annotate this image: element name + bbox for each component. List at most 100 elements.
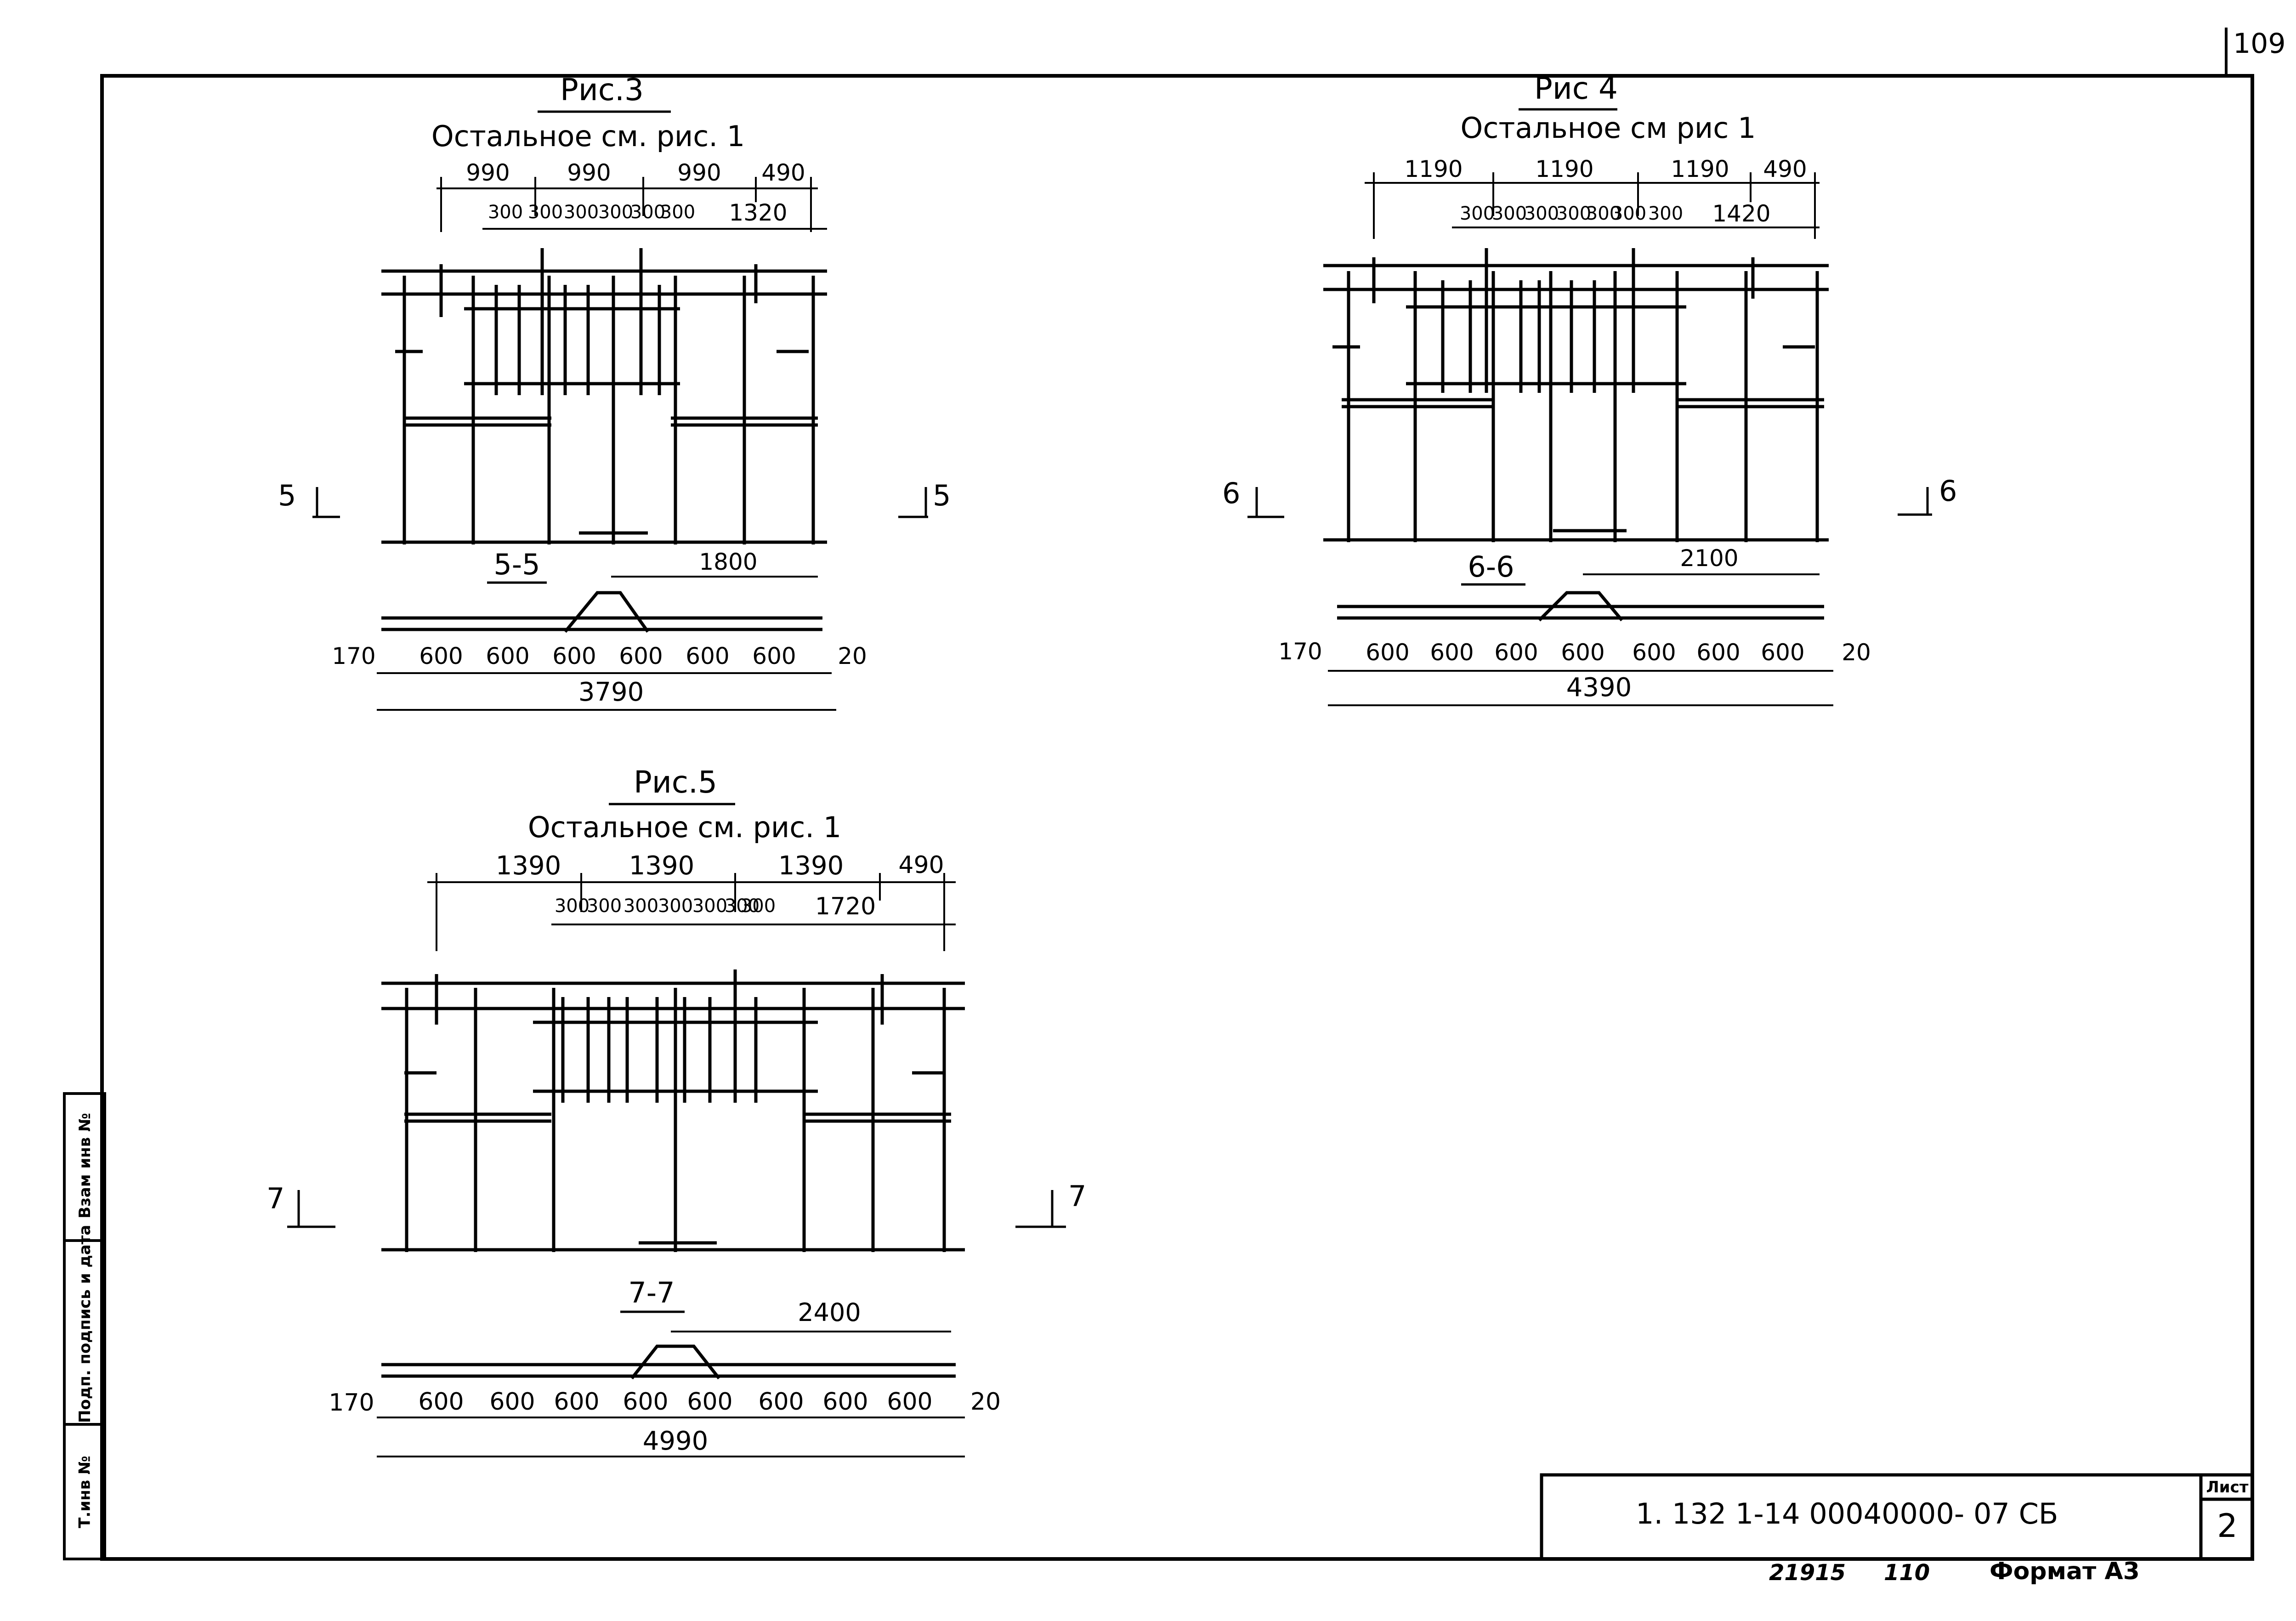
figure-5-cut-right-mark <box>1015 1190 1066 1228</box>
figure-5-top-dim-3: 1390 <box>778 851 844 881</box>
figure-4-sub-dim-8: 1420 <box>1712 200 1770 227</box>
figure-4-rebar-elevation <box>1323 248 1829 542</box>
figure-4-note: Остальное см рис 1 <box>1461 111 1756 145</box>
figure-3-sub-dim-7: 1320 <box>729 199 787 226</box>
figure-3-total: 3790 <box>578 677 644 707</box>
figure-3-bottom-dim-1: 170 <box>332 643 375 669</box>
figure-5-section-label: 7-7 <box>628 1276 675 1309</box>
figure-5-bottom-dim-8: 600 <box>822 1388 868 1416</box>
figure-5-rebar-elevation <box>381 969 965 1252</box>
figure-4-bottom-dim-8: 600 <box>1761 639 1804 666</box>
side-stamp-inv-no: Т.инв № <box>75 1456 94 1528</box>
figure-3-cut-left-label: 5 <box>278 479 296 512</box>
figure-3-note: Остальное см. рис. 1 <box>431 119 745 153</box>
sheet-label: Лист <box>2206 1478 2249 1496</box>
figure-4-bottom-dim-2: 600 <box>1366 639 1409 666</box>
figure-5-sub-dim-5: 300 <box>692 896 727 917</box>
figure-4-bottom-dim-5: 600 <box>1561 639 1604 666</box>
figure-5-section-dim: 2400 <box>798 1298 861 1327</box>
figure-4-bottom-dim-3: 600 <box>1430 639 1474 666</box>
document-code: 1. 132 1-14 00040000- 07 СБ <box>1636 1497 2058 1530</box>
footer-copy-no: 110 <box>1884 1560 1930 1586</box>
figure-5-bottom-dim-6: 600 <box>687 1388 732 1416</box>
figure-3-title: Рис.3 <box>560 72 644 108</box>
side-stamp-frame <box>63 1092 106 1560</box>
title-block-frame <box>1540 1473 2254 1561</box>
figure-3-cut-right-mark <box>898 487 928 518</box>
figure-5-section-profile <box>381 1344 956 1380</box>
figure-4-sub-dim-4: 300 <box>1556 203 1591 224</box>
figure-4-sub-dim-3: 300 <box>1524 203 1559 224</box>
figure-4-cut-right-label: 6 <box>1939 474 1957 508</box>
figure-3-top-dim-ticks <box>440 177 812 232</box>
figure-4-sub-dim-1: 300 <box>1460 203 1495 224</box>
figure-3: Рис.3 Остальное см. рис. 1 990 990 990 4… <box>278 72 951 711</box>
figure-3-bottom-dim-4: 600 <box>552 643 596 669</box>
footer-order-no: 21915 <box>1769 1560 1846 1586</box>
figure-5-bottom-dim-4: 600 <box>554 1388 599 1416</box>
figure-5-sub-dim-6: 300 <box>725 896 760 917</box>
figure-4-bottom-dim-7: 600 <box>1696 639 1740 666</box>
figure-4-bottom-dim-4: 600 <box>1494 639 1538 666</box>
figure-3-sub-dim-4: 300 <box>598 202 633 223</box>
figure-4-sub-dim-5: 300 <box>1586 203 1621 224</box>
figure-3-bottom-dim-5: 600 <box>619 643 663 669</box>
figure-5-bottom-dim-1: 170 <box>329 1389 374 1417</box>
figure-4: Рис 4 Остальное см рис 1 1190 1190 1190 … <box>1222 71 1957 706</box>
figure-3-section-profile <box>381 591 822 633</box>
figure-4-bottom-dim-6: 600 <box>1632 639 1676 666</box>
page-number: 109 <box>2233 28 2286 60</box>
figure-3-top-dim-4: 490 <box>761 159 805 186</box>
figure-5-top-dim-ticks <box>436 873 945 951</box>
figure-3-cut-right-label: 5 <box>933 479 951 512</box>
figure-3-sub-dim-1: 300 <box>488 202 523 223</box>
figure-3-section-label: 5-5 <box>493 548 540 581</box>
figure-5-top-dim-4: 490 <box>898 851 944 879</box>
figure-4-cut-left-label: 6 <box>1222 476 1240 510</box>
figure-4-section-profile <box>1337 591 1824 622</box>
figure-3-bottom-dim-6: 600 <box>686 643 729 669</box>
figure-3-sub-dim-5: 300 <box>630 202 665 223</box>
figure-5-sub-dim-2: 300 <box>587 896 622 917</box>
figure-5-bottom-dim-7: 600 <box>758 1388 804 1416</box>
figure-4-cut-left-mark <box>1247 487 1284 518</box>
figure-4-sub-dim-2: 300 <box>1492 203 1527 224</box>
figure-4-top-dim-3: 1190 <box>1671 156 1729 182</box>
figure-5-sub-dim-1: 300 <box>555 896 590 917</box>
sheet-frame <box>100 74 2254 1561</box>
figure-5-top-dim-1: 1390 <box>496 851 561 881</box>
side-stamp-sign-date: Подп. подпись и дата <box>76 1224 94 1423</box>
figure-5: Рис.5 Остальное см. рис. 1 1390 1390 139… <box>266 765 1086 1457</box>
figure-3-sub-dim-2: 300 <box>528 202 563 223</box>
figure-5-bottom-dim-5: 600 <box>623 1388 668 1416</box>
figure-3-top-dim-2: 990 <box>567 159 611 186</box>
figure-5-title: Рис.5 <box>634 765 717 800</box>
figure-4-top-dim-2: 1190 <box>1535 156 1593 182</box>
figure-5-sub-dim-4: 300 <box>658 896 693 917</box>
figure-3-bottom-dim-7: 600 <box>752 643 796 669</box>
figure-4-bottom-dim-1: 170 <box>1278 638 1322 665</box>
footer-format: Формат А3 <box>1990 1558 2140 1585</box>
figure-5-bottom-dim-9: 600 <box>887 1388 932 1416</box>
figure-4-total: 4390 <box>1566 673 1632 703</box>
figure-3-bottom-dim-8: 20 <box>838 643 867 669</box>
figure-5-bottom-dim-3: 600 <box>489 1388 535 1416</box>
figure-3-section-dim: 1800 <box>699 549 757 575</box>
figure-5-cut-left-mark <box>287 1190 335 1228</box>
figure-5-sub-dim-8: 1720 <box>815 893 876 920</box>
figure-4-cut-right-mark <box>1898 487 1932 516</box>
figure-5-note: Остальное см. рис. 1 <box>528 810 841 844</box>
figure-3-top-dim-1: 990 <box>466 159 510 186</box>
figure-4-sub-dim-7: 300 <box>1648 203 1683 224</box>
figure-5-bottom-dim-10: 20 <box>970 1388 1001 1416</box>
figure-4-section-dim: 2100 <box>1680 545 1738 572</box>
figure-3-cut-left-mark <box>312 487 340 518</box>
figure-5-cut-left-label: 7 <box>266 1182 284 1215</box>
figure-3-top-dim-3: 990 <box>677 159 721 186</box>
figure-3-rebar-elevation <box>381 248 827 544</box>
sheet-number: 2 <box>2217 1507 2238 1545</box>
figure-5-cut-right-label: 7 <box>1068 1179 1086 1213</box>
figure-5-total: 4990 <box>643 1426 709 1456</box>
figure-3-bottom-dim-2: 600 <box>419 643 463 669</box>
